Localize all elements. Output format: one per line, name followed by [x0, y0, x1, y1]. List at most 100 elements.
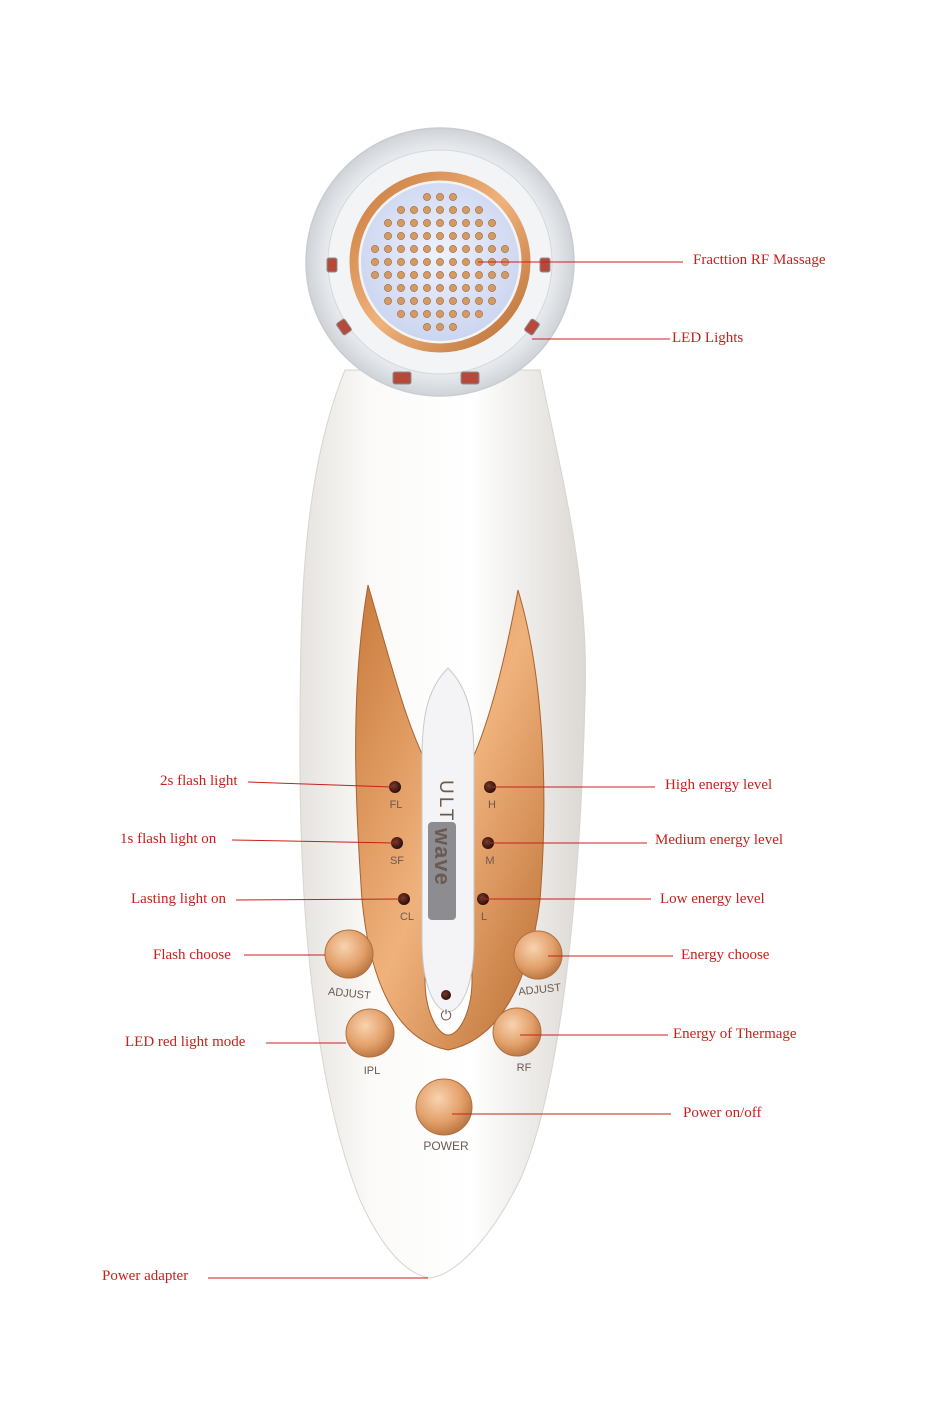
- rf-pin: [410, 284, 417, 291]
- rf-pin: [475, 310, 482, 317]
- label-lasting: Lasting light on: [131, 890, 226, 908]
- rf-pin: [449, 271, 456, 278]
- label-flash-2s: 2s flash light: [160, 772, 238, 790]
- label-led-red: LED red light mode: [125, 1033, 245, 1051]
- rf-pin: [423, 245, 430, 252]
- rf-pin: [488, 297, 495, 304]
- rf-pin: [501, 271, 508, 278]
- rf-pin: [488, 245, 495, 252]
- label-power-onoff: Power on/off: [683, 1104, 761, 1122]
- rf-pin: [436, 232, 443, 239]
- rf-pin: [449, 232, 456, 239]
- rf-pin: [397, 219, 404, 226]
- rf-pin: [501, 245, 508, 252]
- rf-pin: [449, 258, 456, 265]
- brand-logo-bottom: wave: [430, 827, 455, 886]
- rf-pin: [436, 258, 443, 265]
- adjust-left-button[interactable]: [325, 930, 373, 978]
- rf-pin: [423, 297, 430, 304]
- adjust-right-button[interactable]: [514, 931, 562, 979]
- rf-pin: [462, 284, 469, 291]
- rf-label: RF: [517, 1062, 532, 1074]
- rf-pin: [423, 232, 430, 239]
- power-button[interactable]: [416, 1079, 472, 1135]
- rf-pin: [462, 297, 469, 304]
- label-led-lights: LED Lights: [672, 329, 743, 347]
- indicator-cl-label: CL: [400, 911, 414, 923]
- ipl-label: IPL: [364, 1065, 381, 1077]
- label-fraction-rf: Fracttion RF Massage: [693, 251, 826, 269]
- rf-pin: [384, 271, 391, 278]
- rf-pin: [449, 310, 456, 317]
- power-symbol: ⏻: [440, 1007, 451, 1023]
- indicator-m-label: M: [485, 855, 494, 867]
- label-flash-1s: 1s flash light on: [120, 830, 216, 848]
- rf-pin: [423, 258, 430, 265]
- rf-pin: [423, 310, 430, 317]
- rf-pin: [436, 297, 443, 304]
- rf-pin: [488, 271, 495, 278]
- rf-pin: [475, 232, 482, 239]
- rf-pin: [371, 245, 378, 252]
- rf-pin: [410, 310, 417, 317]
- rf-pin: [475, 284, 482, 291]
- rf-pin: [488, 284, 495, 291]
- rf-pin: [397, 284, 404, 291]
- label-high-energy: High energy level: [665, 776, 772, 794]
- rf-pin: [410, 206, 417, 213]
- indicator-l-label: L: [481, 911, 487, 923]
- rf-pin: [449, 297, 456, 304]
- rf-pin: [449, 245, 456, 252]
- rf-pin: [397, 310, 404, 317]
- rf-pin: [462, 245, 469, 252]
- rf-pin: [410, 219, 417, 226]
- rf-pin: [449, 206, 456, 213]
- rf-pin: [436, 323, 443, 330]
- rf-pin: [397, 271, 404, 278]
- rf-pin: [397, 206, 404, 213]
- ipl-button[interactable]: [346, 1009, 394, 1057]
- rf-pin: [423, 193, 430, 200]
- rf-pin: [410, 297, 417, 304]
- rf-pin: [423, 219, 430, 226]
- rf-pin: [462, 258, 469, 265]
- rf-button[interactable]: [493, 1008, 541, 1056]
- indicator-fl-label: FL: [390, 799, 403, 811]
- rf-pin: [397, 297, 404, 304]
- rf-pin: [423, 323, 430, 330]
- rf-pin: [384, 258, 391, 265]
- led-light: [461, 372, 479, 384]
- rf-pin: [449, 193, 456, 200]
- rf-pin: [462, 206, 469, 213]
- rf-pin: [410, 232, 417, 239]
- rf-pin: [397, 232, 404, 239]
- rf-pin: [423, 206, 430, 213]
- rf-pin: [397, 258, 404, 265]
- rf-pin: [462, 232, 469, 239]
- rf-pin: [475, 206, 482, 213]
- rf-pin: [423, 284, 430, 291]
- rf-pin: [397, 245, 404, 252]
- rf-pin: [475, 219, 482, 226]
- rf-pin: [475, 297, 482, 304]
- indicator-h-label: H: [488, 799, 496, 811]
- rf-pin: [475, 271, 482, 278]
- indicator-sf-label: SF: [390, 855, 404, 867]
- rf-pin: [436, 310, 443, 317]
- rf-pin: [475, 245, 482, 252]
- rf-pin: [384, 219, 391, 226]
- rf-pin: [449, 284, 456, 291]
- rf-pin: [462, 310, 469, 317]
- rf-pin: [436, 245, 443, 252]
- rf-pin: [449, 323, 456, 330]
- rf-pin: [449, 219, 456, 226]
- rf-pin: [410, 245, 417, 252]
- rf-pin: [423, 271, 430, 278]
- indicator-power-dot: [441, 990, 451, 1000]
- rf-pin: [410, 271, 417, 278]
- rf-pin: [462, 219, 469, 226]
- led-light: [393, 372, 411, 384]
- rf-pin: [384, 284, 391, 291]
- label-flash-choose: Flash choose: [153, 946, 231, 964]
